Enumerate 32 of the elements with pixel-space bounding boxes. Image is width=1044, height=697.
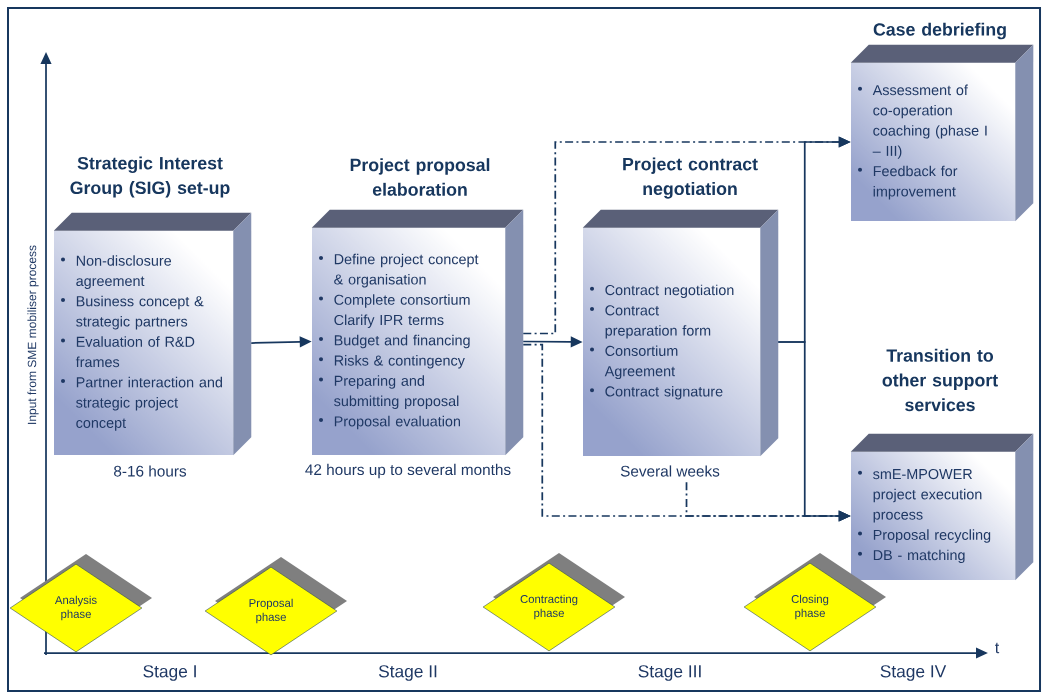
box-heading: Case debriefing [873, 22, 1006, 40]
box-heading: Strategic Interest Group (SIG) set-up [70, 156, 230, 198]
duration-label: Several weeks [620, 465, 720, 477]
box-heading: Project contract negotiation [623, 157, 758, 199]
bullet-item: Partner interaction and strategic project concept [76, 376, 222, 431]
stage-label: Stage III [638, 665, 701, 681]
bullet-item: Proposal evaluation [334, 415, 460, 430]
stage-label: Stage I [143, 665, 196, 681]
bullet-item: Business concept & strategic partners [76, 295, 204, 330]
box-heading: Transition to other support services [882, 348, 998, 412]
bullet-item: Non-disclosure agreement [76, 255, 172, 289]
bullet-item: Consortium Agreement [604, 345, 678, 380]
axis-label: Input from SME mobiliser process [27, 245, 39, 424]
stage-label: Stage IV [880, 665, 947, 681]
duration-label: 8-16 hours [114, 465, 187, 477]
bullet-item: Contract preparation form [605, 305, 711, 339]
bullet-item: Proposal recycling [873, 529, 991, 543]
bullet-item: Risks & contingency [334, 355, 465, 369]
axis-label: t [995, 642, 1000, 654]
stage-label: Stage II [378, 665, 437, 681]
bullet-item: Assessment of co-operation coaching (phase I – III) [872, 84, 987, 159]
bullet-item: Feedback for improvement [873, 165, 958, 200]
bullet-item: Budget and financing [334, 334, 470, 349]
duration-label: 42 hours up to several months [305, 463, 511, 479]
box-heading: Project proposal elaboration [350, 158, 490, 196]
bullet-item: Contract signature [605, 385, 723, 400]
bullet-item: Complete consortium Clarify IPR terms [334, 294, 470, 328]
bullet-item: Preparing and submitting proposal [334, 375, 459, 409]
bullet-item: Evaluation of R&D frames [75, 336, 195, 368]
bullet-item: Contract negotiation [605, 284, 734, 299]
bullet-item: smE-MPOWER project execution process [873, 468, 982, 523]
bullet-item: Define project concept & organisation [334, 253, 479, 288]
